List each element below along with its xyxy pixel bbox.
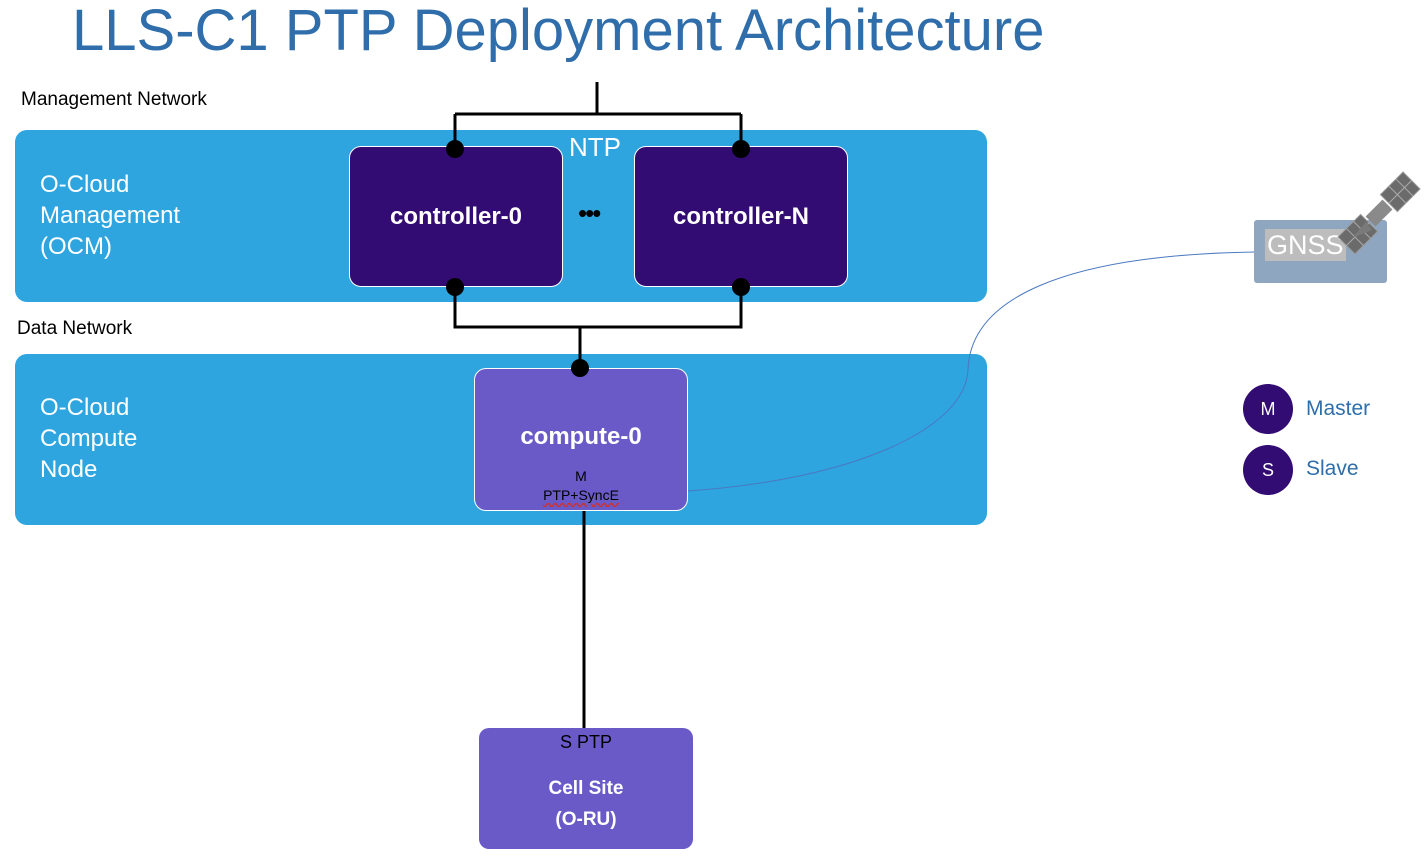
compute-0-top-dot — [571, 359, 589, 377]
satellite-dish — [1352, 222, 1372, 238]
controller-0-bottom-dot — [446, 278, 464, 296]
satellite-icon-group — [1337, 171, 1421, 255]
controller-n-top-dot — [732, 140, 750, 158]
controller-0-label: controller-0 — [389, 202, 523, 230]
legend-master-symbol: M — [1243, 384, 1293, 434]
compute-0-role: M — [575, 468, 587, 484]
legend-slave-label: Slave — [1306, 457, 1359, 480]
cell-site-role: S PTP — [559, 732, 612, 752]
data-network-label: Data Network — [17, 318, 133, 339]
page-title: LLS-C1 PTP Deployment Architecture — [72, 0, 1045, 63]
ntp-label: NTP — [569, 132, 621, 162]
compute-band-label: O-Cloud Compute Node — [40, 394, 138, 483]
gnss-link — [687, 251, 1256, 492]
legend-slave-symbol: S — [1243, 445, 1293, 495]
compute-0-node[interactable]: compute-0 M PTP+SyncE — [474, 368, 688, 511]
management-network-label: Management Network — [21, 89, 207, 110]
legend-master-label: Master — [1306, 397, 1371, 420]
controllers-ellipsis: ••• — [578, 198, 601, 228]
cell-site-subname: (O-RU) — [555, 809, 617, 830]
controller-0-top-dot — [446, 140, 464, 158]
controller-n-bottom-dot — [732, 278, 750, 296]
cell-site-node[interactable]: S PTP Cell Site (O-RU) — [479, 728, 693, 849]
cell-site-name: Cell Site — [548, 778, 624, 799]
gnss-label: GNSS — [1265, 229, 1346, 261]
ntp-link — [453, 82, 743, 149]
ocm-band-label: O-Cloud Management (OCM) — [40, 171, 181, 260]
controller-n-label: controller-N — [672, 202, 809, 230]
compute-0-protocol: PTP+SyncE — [543, 487, 619, 503]
compute-0-label: compute-0 — [520, 423, 642, 450]
